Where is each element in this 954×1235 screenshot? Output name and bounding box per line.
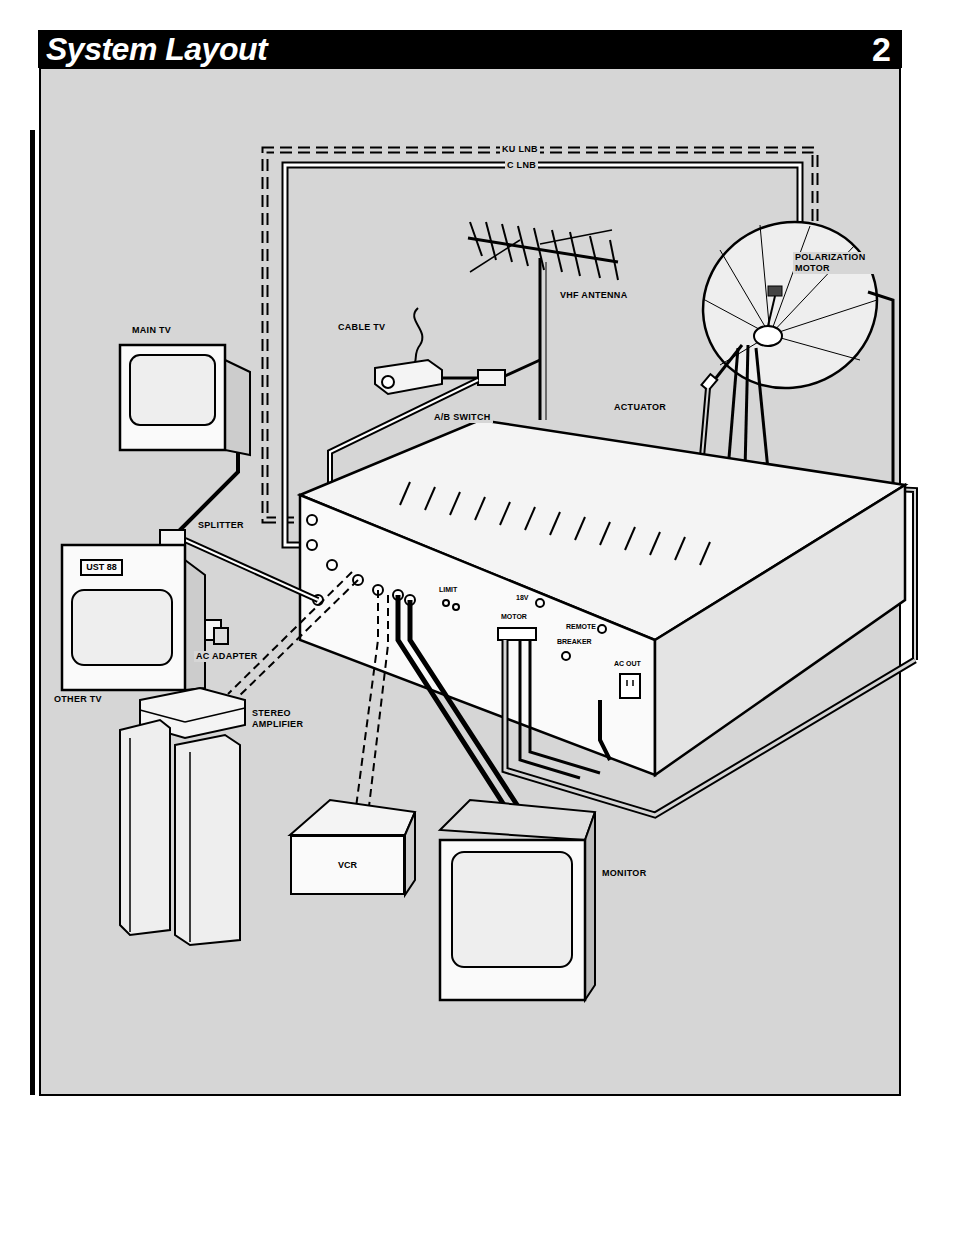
page-number: 2 [872,30,891,68]
page-title: System Layout [46,30,267,68]
panel-label: 18V [515,593,529,602]
part-label: STEREO AMPLIFIER [250,708,329,730]
part-label: MAIN TV [130,325,173,336]
part-label: SPLITTER [196,520,246,531]
part-label: AC ADAPTER [194,651,260,662]
vcr-front: VCR [290,835,405,895]
part-label: MONITOR [600,868,648,879]
panel-label: BREAKER [556,637,593,646]
part-label: CABLE TV [336,322,387,333]
part-label: VHF ANTENNA [558,290,629,301]
cable-label: KU LNB [500,144,540,155]
cable-label: C LNB [505,160,538,171]
part-label: ACTUATOR [612,402,668,413]
part-label: POLARIZATION MOTOR [793,252,883,274]
part-label: A/B SWITCH [432,412,493,423]
panel-label: MOTOR [500,612,528,621]
panel-label: AC OUT [613,659,642,668]
node-text: VCR [338,860,357,871]
panel-label: REMOTE [565,622,597,631]
badge-box: UST 88 [80,559,123,576]
node-text: UST 88 [86,562,117,573]
panel-label: LIMIT [438,585,458,594]
part-label: OTHER TV [52,694,104,705]
